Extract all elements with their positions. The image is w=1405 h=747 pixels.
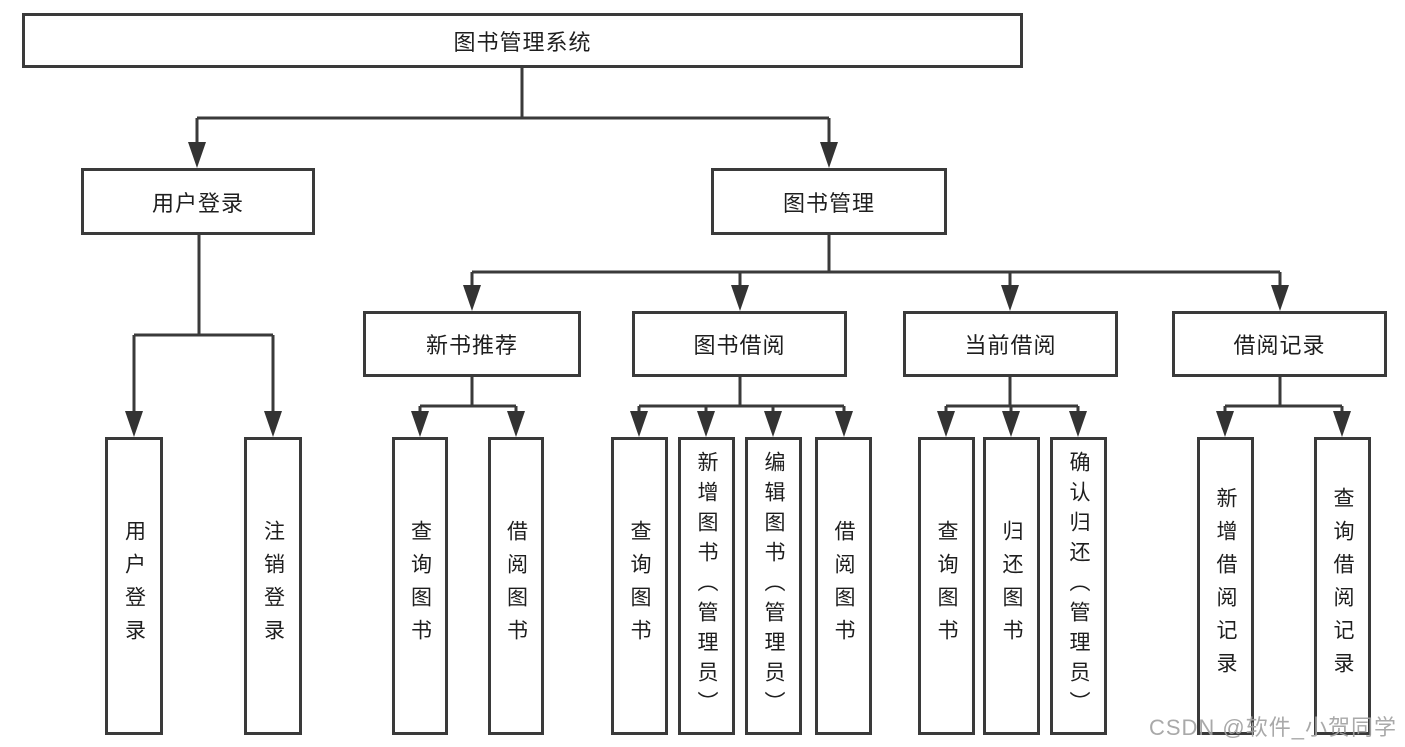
node-user-login-label: 用户登录: [151, 190, 244, 216]
leaf-label: 查询图书: [935, 520, 958, 652]
leaf-user-login-label: 用户登录: [122, 520, 146, 652]
node-borrow-records: 借阅记录: [1172, 311, 1387, 377]
leaf-label: 借阅图书: [504, 520, 528, 652]
connector-book-management: [470, 233, 1282, 287]
connector-borrow-records: [1223, 375, 1344, 415]
leaf-label: 查询借阅记录: [1331, 487, 1354, 685]
node-book-management-label: 图书管理: [782, 190, 875, 216]
node-book-management: 图书管理: [711, 168, 947, 235]
node-current-borrow-label: 当前借阅: [964, 333, 1057, 358]
leaf-edit-books-admin: 编辑图书（管理员）: [745, 437, 802, 735]
leaf-logout-label: 注销登录: [261, 520, 285, 652]
leaf-add-books-admin: 新增图书（管理员）: [678, 437, 735, 735]
leaf-logout: 注销登录: [244, 437, 302, 735]
leaf-query-books-borrow: 查询图书: [611, 437, 668, 735]
node-root: 图书管理系统: [22, 13, 1023, 68]
leaf-query-books-current: 查询图书: [918, 437, 975, 735]
connector-new-book-recommend: [418, 375, 518, 415]
node-book-borrow-label: 图书借阅: [693, 333, 786, 358]
node-new-book-recommend-label: 新书推荐: [425, 333, 518, 358]
leaf-label: 编辑图书（管理员）: [762, 451, 785, 721]
node-root-label: 图书管理系统: [453, 29, 592, 55]
leaf-label: 查询图书: [408, 520, 432, 652]
node-borrow-records-label: 借阅记录: [1233, 333, 1326, 358]
node-current-borrow: 当前借阅: [903, 311, 1118, 377]
node-new-book-recommend: 新书推荐: [363, 311, 581, 377]
leaf-label: 新增图书（管理员）: [695, 451, 718, 721]
leaf-return-books: 归还图书: [983, 437, 1040, 735]
node-book-borrow: 图书借阅: [632, 311, 847, 377]
leaf-query-borrow-record: 查询借阅记录: [1314, 437, 1371, 735]
leaf-label: 归还图书: [1000, 520, 1023, 652]
arrowheads: [125, 142, 1351, 437]
connector-user-login: [132, 233, 275, 413]
leaf-borrow-books-recommend: 借阅图书: [488, 437, 544, 735]
leaf-label: 确认归还（管理员）: [1067, 451, 1090, 721]
leaf-label: 查询图书: [628, 520, 651, 652]
connector-book-borrow: [637, 375, 846, 415]
leaf-user-login: 用户登录: [105, 437, 163, 735]
node-user-login: 用户登录: [81, 168, 315, 235]
leaf-confirm-return-admin: 确认归还（管理员）: [1050, 437, 1107, 735]
connector-current-borrow: [944, 375, 1080, 415]
leaf-label: 新增借阅记录: [1214, 487, 1237, 685]
leaf-add-borrow-record: 新增借阅记录: [1197, 437, 1254, 735]
leaf-query-books-recommend: 查询图书: [392, 437, 448, 735]
connector-root: [195, 66, 831, 144]
leaf-label: 借阅图书: [832, 520, 855, 652]
leaf-borrow-books: 借阅图书: [815, 437, 872, 735]
